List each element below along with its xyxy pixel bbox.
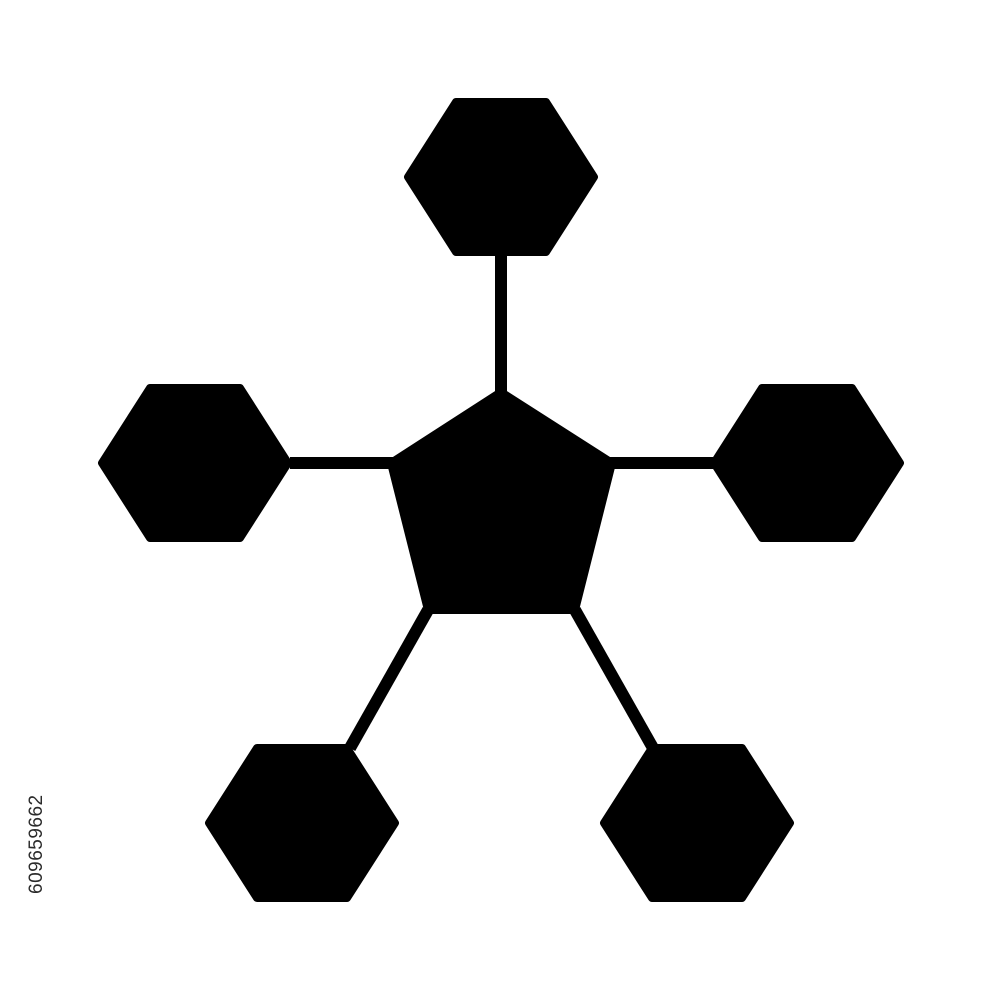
connector-lines — [290, 255, 713, 751]
hexagon-bottom-right — [600, 744, 794, 902]
center-pentagon — [387, 388, 616, 614]
hexagon-left — [98, 384, 292, 542]
connector-bottom-right — [569, 607, 659, 751]
hexagon-top — [404, 98, 598, 256]
hexagon-right — [710, 384, 904, 542]
hexagon-bottom-left — [205, 744, 399, 902]
connector-bottom-left — [344, 607, 434, 751]
